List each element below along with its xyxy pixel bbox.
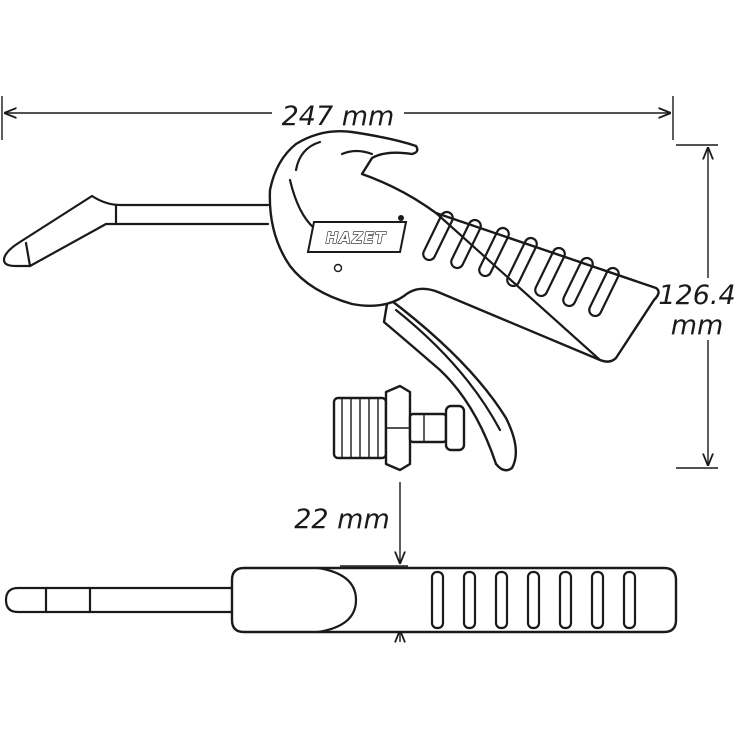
grip-rib <box>430 570 445 630</box>
length-dimension: 247 mm <box>1 96 674 140</box>
logo-badge <box>306 221 408 253</box>
top-grip-ribs <box>430 570 637 630</box>
grip-slot <box>450 218 482 270</box>
height-dimension: 126.4 mm <box>658 144 736 469</box>
grip-slot <box>422 210 454 262</box>
grip-slot <box>534 246 566 298</box>
grip-rib <box>622 570 637 630</box>
plug-shank <box>408 412 448 444</box>
top-hook-curve <box>316 566 358 634</box>
nozzle-tip-ring <box>24 241 32 268</box>
blow-gun-top-view <box>4 566 678 634</box>
gun-body <box>268 130 660 363</box>
length-label: 247 mm <box>282 101 395 132</box>
connector-fitting <box>332 384 466 472</box>
trigger-lever <box>382 296 518 472</box>
height-value-label: 126.4 <box>658 280 735 311</box>
grip-rib <box>590 570 605 630</box>
top-body <box>230 566 678 634</box>
hazet-logo: HAZET <box>306 221 408 253</box>
width-label: 22 mm <box>294 504 390 535</box>
height-unit-label: mm <box>671 310 724 341</box>
trigger-edge <box>394 308 502 432</box>
hook-slot <box>340 149 374 156</box>
screw-hole-bottom <box>333 263 343 273</box>
grip-rib <box>494 570 509 630</box>
screw-hole-top <box>398 215 404 221</box>
grip-rib <box>462 570 477 630</box>
top-nozzle <box>4 586 238 614</box>
grip-rib <box>526 570 541 630</box>
grip-slot <box>506 236 538 288</box>
plug-tip <box>444 404 466 452</box>
grip-slot <box>478 226 510 278</box>
logo-text: HAZET <box>326 229 387 247</box>
body-contour <box>288 178 316 230</box>
grip-slot <box>562 256 594 308</box>
grip-slots <box>422 210 620 318</box>
blow-gun-side-view: HAZET <box>2 130 660 472</box>
grip-rib <box>558 570 573 630</box>
grip-slot <box>588 266 620 318</box>
hook-inner <box>294 140 322 172</box>
nozzle-tube <box>2 194 270 268</box>
